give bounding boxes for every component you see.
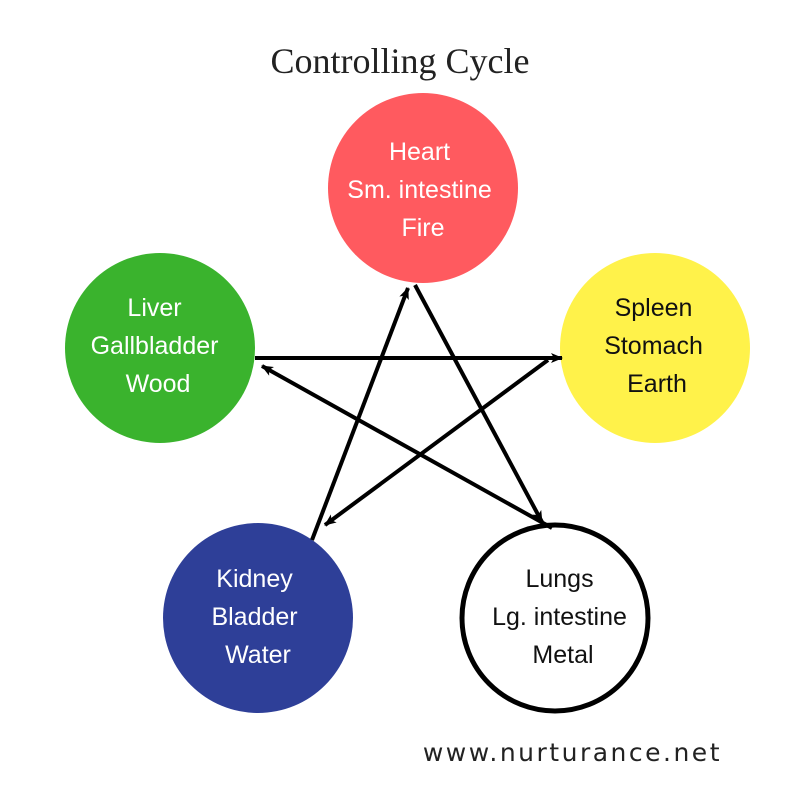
node-water-line-1: Kidney [216, 565, 293, 593]
node-metal-line-1: Lungs [525, 565, 593, 593]
node-metal-label: Lungs Lg. intestine Metal [492, 565, 634, 669]
arrows [255, 284, 563, 541]
node-earth-circle [560, 253, 750, 443]
node-wood-line-1: Liver [127, 294, 181, 322]
node-wood-line-2: Gallbladder [91, 332, 219, 360]
node-fire-line-3: Fire [401, 214, 444, 242]
node-fire-label: Heart Sm. intestine Fire [347, 138, 498, 242]
node-wood-circle [65, 253, 255, 443]
node-fire-line-1: Heart [389, 138, 450, 166]
node-metal-line-3: Metal [532, 641, 593, 669]
node-water-label: Kidney Bladder Water [211, 565, 304, 669]
node-wood-line-3: Wood [126, 370, 191, 398]
footer-url: www.nurturance.net [422, 738, 722, 767]
node-metal-circle [459, 522, 651, 714]
arrow-earth-to-water [323, 358, 550, 527]
arrow-fire-to-metal [413, 284, 544, 523]
arrow-metal-to-wood [261, 364, 553, 530]
node-water-line-3: Water [225, 641, 291, 669]
diagram-title: Controlling Cycle [270, 41, 530, 81]
node-earth-line-3: Earth [627, 370, 687, 398]
node-earth-line-1: Spleen [615, 294, 693, 322]
arrow-water-to-fire [310, 287, 410, 541]
node-earth-line-2: Stomach [604, 332, 703, 360]
node-fire-line-2: Sm. intestine [347, 176, 492, 204]
node-wood-label: Liver Gallbladder Wood [91, 294, 226, 398]
node-metal-line-2: Lg. intestine [492, 603, 627, 631]
node-fire-circle [328, 93, 518, 283]
node-water-circle [163, 523, 353, 713]
node-water-line-2: Bladder [211, 603, 297, 631]
node-earth-label: Spleen Stomach Earth [604, 294, 710, 398]
